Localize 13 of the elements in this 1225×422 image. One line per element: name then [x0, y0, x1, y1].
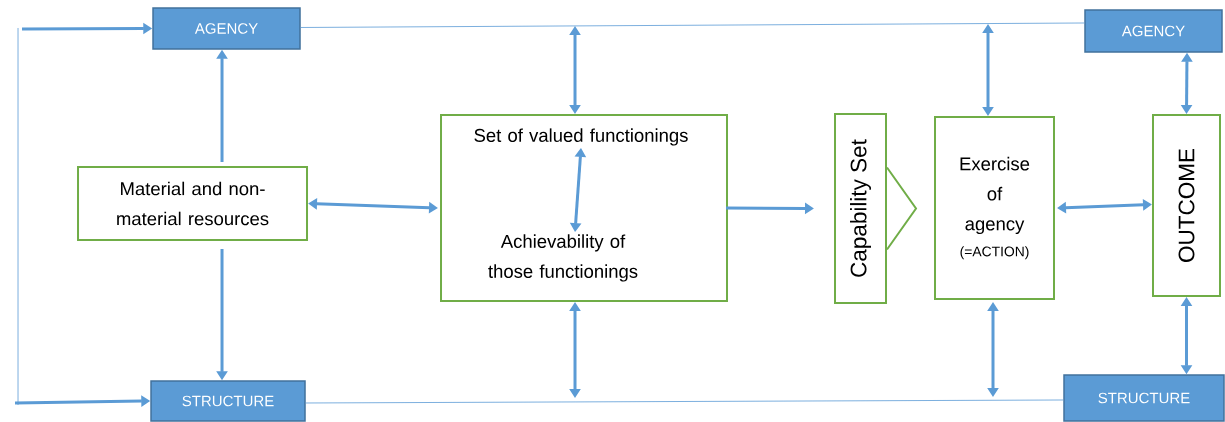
capability-set-box: Capability Set: [834, 113, 918, 304]
box-text: Set of valued functionings: [474, 128, 688, 146]
exercise-box: Exercise of agency (=ACTION): [934, 116, 1055, 300]
box-text: Achievability of those functionings: [488, 234, 638, 282]
agency-box: AGENCY: [152, 7, 301, 50]
functionings-box: [440, 114, 728, 302]
connector-line: [305, 399, 1064, 404]
agency-box: AGENCY: [1084, 9, 1223, 53]
structure-box: STRUCTURE: [150, 380, 306, 422]
resource-box: Material and non-material resources: [77, 166, 308, 241]
outcome-box: OUTCOME: [1152, 114, 1221, 297]
structure-box: STRUCTURE: [1063, 374, 1225, 422]
connector-line: [300, 22, 1085, 28]
